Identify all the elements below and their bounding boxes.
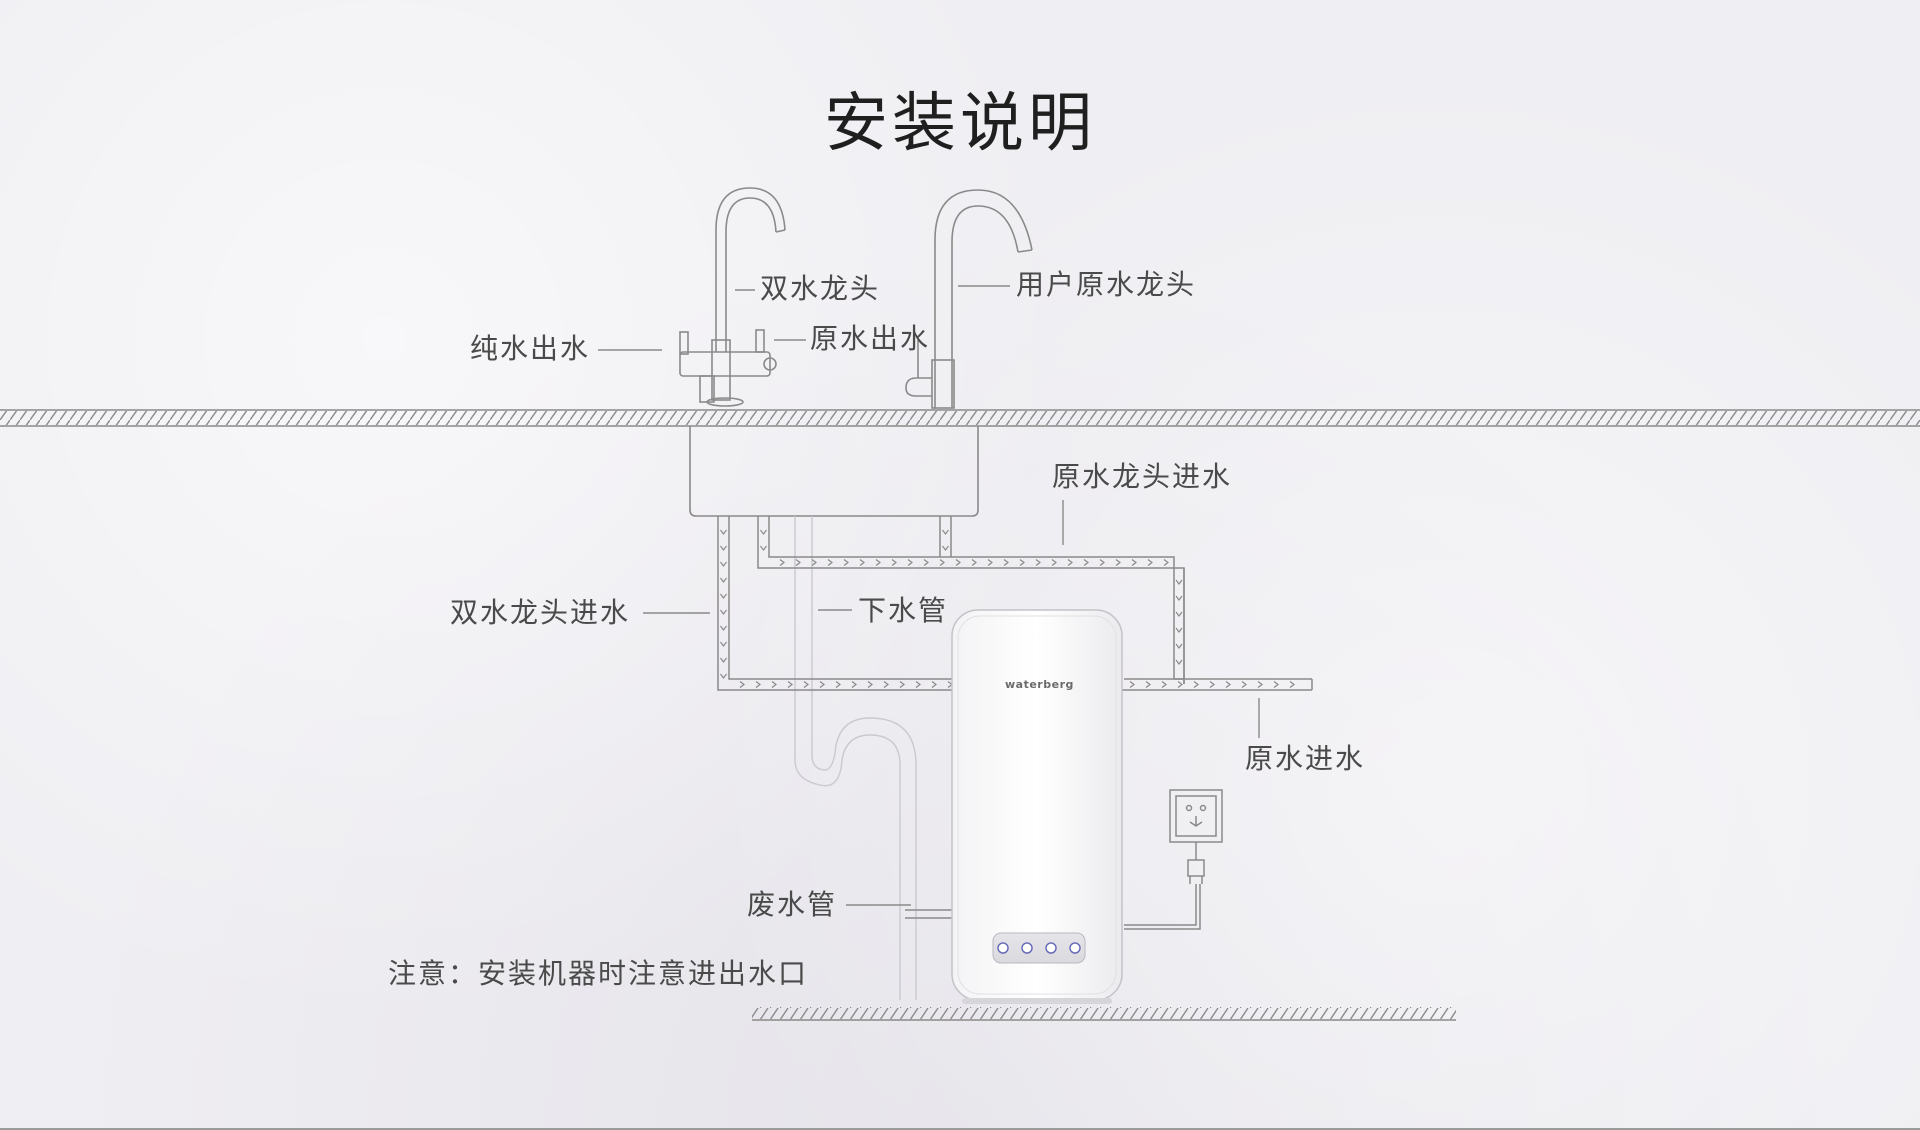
leader-lines: [598, 285, 1260, 906]
drain-pipe: [794, 516, 917, 1000]
label-dual-faucet-inlet: 双水龙头进水: [450, 596, 631, 629]
pipe-chevron: [771, 681, 777, 688]
label-raw-water-out: 原水出水: [810, 322, 931, 355]
pipe-chevron: [827, 559, 833, 566]
pipe-chevron: [835, 681, 841, 688]
pipe-chevron: [843, 559, 849, 566]
pipe-chevron: [1067, 559, 1073, 566]
pipe-chevron: [720, 545, 727, 551]
pipe-chevron: [1175, 579, 1183, 585]
pipe-chevron: [859, 559, 865, 566]
pipe-chevron: [819, 681, 825, 688]
pipe-chevron: [899, 681, 905, 688]
pipe-chevron: [803, 681, 809, 688]
pipe-chevron: [867, 681, 873, 688]
page-title: 安装说明: [824, 87, 1096, 161]
pipe-chevron: [939, 559, 945, 566]
sink-basin: [689, 426, 979, 517]
pipe-chevron: [1035, 559, 1041, 566]
pipe-chevron: [1175, 643, 1183, 649]
pipe-chevron: [720, 641, 727, 647]
pipe-chevron: [1147, 559, 1153, 566]
pipe-chevron: [811, 559, 817, 566]
pipe-chevron: [760, 545, 767, 551]
pipe-chevrons: [720, 529, 1295, 688]
pipe-chevron: [787, 681, 793, 688]
pipe-chevron: [1225, 681, 1231, 688]
pipe-chevron: [1163, 559, 1169, 566]
dual-faucet-icon: [679, 187, 786, 407]
pipe-chevron: [760, 529, 767, 535]
water-purifier-device: [951, 609, 1123, 1004]
countertop: [0, 409, 1920, 427]
label-raw-water-inlet: 原水进水: [1245, 742, 1366, 775]
device-brand-logo: waterberg: [1005, 678, 1074, 691]
pipe-chevron: [1083, 559, 1089, 566]
pipe-chevron: [971, 559, 977, 566]
pipe-chevron: [1003, 559, 1009, 566]
pipe-chevron: [1129, 681, 1135, 688]
pipe-chevron: [720, 593, 727, 599]
pipe-chevron: [907, 559, 913, 566]
label-user-raw-faucet: 用户原水龙头: [1016, 268, 1197, 301]
pipe-chevron: [931, 681, 937, 688]
pipe-chevron: [1115, 559, 1121, 566]
pipe-chevron: [739, 681, 745, 688]
power-socket-icon: [1124, 789, 1223, 930]
label-drain-pipe: 下水管: [858, 594, 949, 627]
label-dual-faucet: 双水龙头: [760, 272, 881, 305]
pipe-chevron: [1209, 681, 1215, 688]
pipe-chevron: [1051, 559, 1057, 566]
pipe-chevron: [1257, 681, 1263, 688]
pipe-chevron: [755, 681, 761, 688]
pipe-chevron: [942, 545, 949, 551]
pipe-chevron: [987, 559, 993, 566]
pipe-chevron: [720, 625, 727, 631]
pipe-chevron: [883, 681, 889, 688]
pipe-chevron: [891, 559, 897, 566]
pipe-chevron: [720, 577, 727, 583]
installation-note: 注意：安装机器时注意进出水口: [388, 957, 809, 990]
user-raw-faucet-icon: [905, 189, 1033, 409]
pipe-chevron: [720, 561, 727, 567]
pipe-chevron: [1019, 559, 1025, 566]
pipe-chevron: [1193, 681, 1199, 688]
pipe-chevron: [1177, 681, 1183, 688]
pipe-chevron: [795, 559, 801, 566]
pipe-chevron: [1099, 559, 1105, 566]
pipe-chevron: [1145, 681, 1151, 688]
pipe-chevron: [915, 681, 921, 688]
pipe-chevron: [1175, 659, 1183, 665]
pipe-chevron: [720, 529, 727, 535]
pipe-chevron: [955, 559, 961, 566]
pipe-chevron: [1175, 627, 1183, 633]
label-waste-pipe: 废水管: [747, 888, 838, 921]
pipe-chevron: [720, 609, 727, 615]
pipe-chevron: [779, 559, 785, 566]
pipe-chevron: [923, 559, 929, 566]
pipe-chevron: [942, 529, 949, 535]
supply-pipes: [717, 516, 1313, 691]
bottom-border: [0, 1128, 1920, 1130]
floor: [752, 1007, 1456, 1021]
pipe-chevron: [1289, 681, 1295, 688]
label-pure-water-out: 纯水出水: [470, 332, 591, 365]
pipe-chevron: [1273, 681, 1279, 688]
pipe-chevron: [1131, 559, 1137, 566]
pipe-chevron: [1241, 681, 1247, 688]
pipe-chevron: [875, 559, 881, 566]
pipe-chevron: [1175, 595, 1183, 601]
pipe-chevron: [720, 673, 727, 679]
pipe-chevron: [851, 681, 857, 688]
pipe-chevron: [1161, 681, 1167, 688]
pipe-chevron: [720, 657, 727, 663]
pipe-chevron: [1175, 611, 1183, 617]
waste-pipe: [905, 909, 955, 919]
label-raw-faucet-inlet: 原水龙头进水: [1052, 460, 1233, 493]
